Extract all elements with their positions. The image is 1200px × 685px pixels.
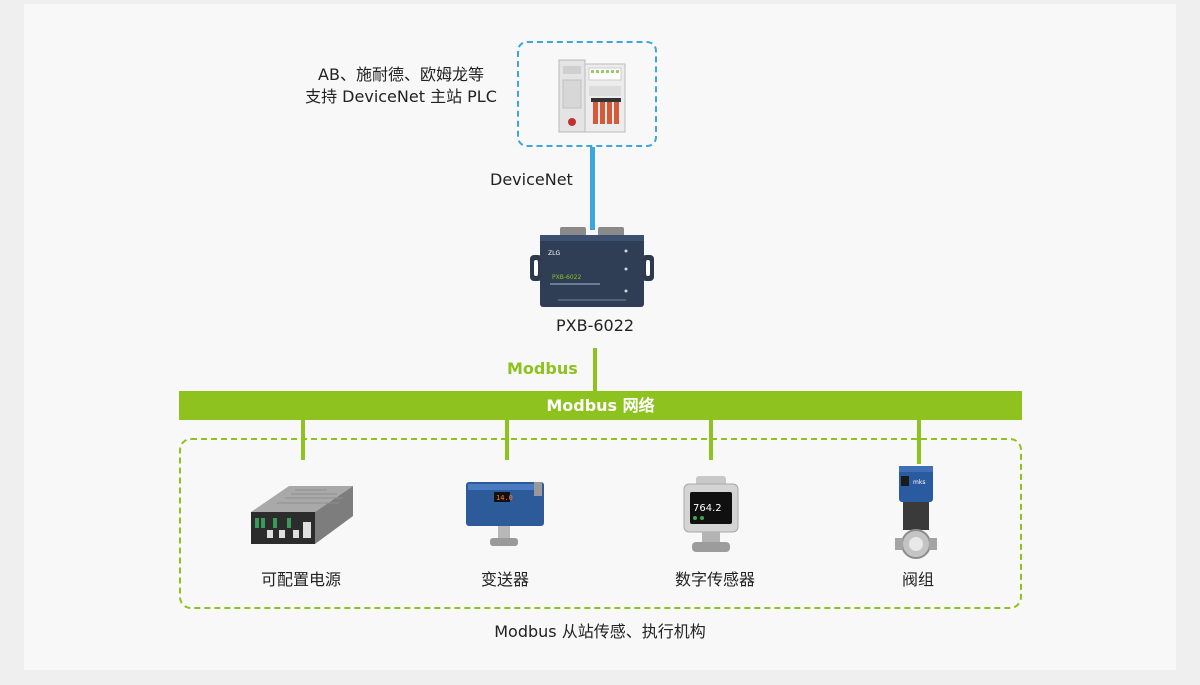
valve-brand: mks [913, 479, 925, 486]
device-label-sensor: 数字传感器 [674, 570, 755, 589]
gateway-icon: ZLG PXB-6022 [530, 227, 654, 307]
device-label-power: 可配置电源 [260, 570, 341, 589]
devicenet-label: DeviceNet [490, 170, 573, 189]
transmitter-display: 14.0 [496, 494, 513, 502]
device-label-valve: 阀组 [901, 570, 934, 589]
plc-label-line1: AB、施耐德、欧姆龙等 [318, 65, 484, 84]
transmitter-icon: 14.0 [466, 482, 544, 546]
modbus-label: Modbus [507, 359, 578, 378]
valve-icon: mks [895, 466, 937, 559]
drop-line-valve [917, 420, 921, 464]
plc-icon [558, 59, 626, 133]
digital-sensor-icon: 764.2 [683, 476, 739, 552]
devicenet-link-line [590, 147, 595, 230]
device-label-transmitter: 变送器 [480, 570, 529, 589]
sensor-display: 764.2 [693, 503, 722, 514]
plc-label: AB、施耐德、欧姆龙等 支持 DeviceNet 主站 PLC [296, 64, 506, 108]
gateway-brand: ZLG [548, 250, 560, 257]
drop-line-sensor [709, 420, 713, 460]
slave-group-box [179, 438, 1022, 609]
plc-group-box [517, 41, 657, 147]
power-supply-icon [251, 486, 353, 544]
gateway-name: PXB-6022 [556, 316, 635, 335]
modbus-network-bus: Modbus 网络 [179, 391, 1022, 420]
modbus-link-line [593, 348, 597, 391]
drop-line-power [301, 420, 305, 460]
plc-label-line2: 支持 DeviceNet 主站 PLC [305, 87, 497, 106]
slave-group-label: Modbus 从站传感、执行机构 [494, 622, 706, 641]
gateway-badge: PXB-6022 [552, 274, 581, 281]
drop-line-transmitter [505, 420, 509, 460]
